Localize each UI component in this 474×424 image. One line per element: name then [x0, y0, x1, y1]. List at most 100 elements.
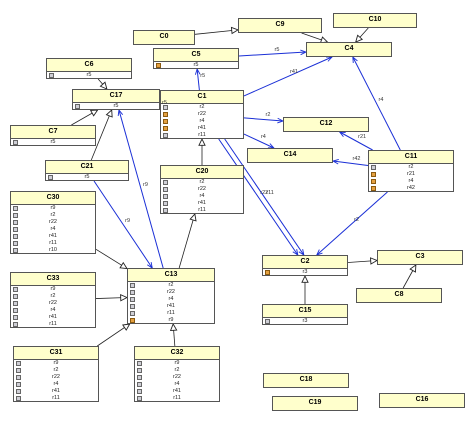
attribute-icon [163, 119, 168, 124]
attribute-name: r4 [199, 193, 205, 199]
relation-c1-c2[interactable] [218, 138, 299, 256]
class-c8[interactable]: C8 [356, 288, 442, 303]
attribute-name: r11 [52, 395, 60, 401]
attribute-name: r41 [198, 125, 206, 131]
attribute-row: r41 [11, 314, 95, 321]
class-name: C19 [273, 397, 357, 410]
relation-c11-c2[interactable] [316, 191, 388, 256]
relation-c21-c17[interactable] [90, 109, 113, 161]
class-name: C11 [369, 151, 453, 164]
attribute-row: r41 [11, 233, 95, 240]
attribute-name: r2 [50, 293, 56, 299]
attribute-row: r42 [369, 185, 453, 192]
class-name: C10 [334, 14, 416, 27]
class-c18[interactable]: C18 [263, 373, 349, 388]
relation-c1-c4[interactable] [243, 56, 333, 97]
class-c14[interactable]: C14 [247, 148, 333, 163]
class-name: C20 [161, 166, 243, 179]
attribute-name: r41 [49, 314, 57, 320]
attribute-row: r4 [135, 381, 219, 388]
attribute-icon [137, 361, 142, 366]
relation-c21-c13[interactable] [93, 180, 153, 269]
class-name: C13 [128, 269, 214, 282]
attribute-icon [163, 187, 168, 192]
generalization-arrowhead [122, 323, 131, 331]
relation-c1-c14[interactable] [243, 133, 275, 149]
association-arrowhead [331, 158, 339, 165]
relation-c11-c12[interactable] [339, 131, 373, 151]
class-c16[interactable]: C16 [379, 393, 465, 408]
relation-label: r41 [290, 69, 298, 76]
relation-c0-c9[interactable] [194, 29, 239, 35]
class-name: C21 [46, 161, 128, 174]
attribute-row: r2 [11, 293, 95, 300]
attribute-name: r4 [53, 381, 59, 387]
attribute-icon [13, 220, 18, 225]
class-c12[interactable]: C12 [283, 117, 369, 132]
relation-c11-c14[interactable] [332, 160, 369, 166]
class-name: C6 [47, 59, 131, 72]
attribute-row: r11 [161, 207, 243, 214]
class-c3[interactable]: C3 [377, 250, 463, 265]
attribute-icon [156, 63, 161, 68]
class-c10[interactable]: C10 [333, 13, 417, 28]
relation-c1-c12[interactable] [243, 117, 284, 122]
class-name: C1 [161, 91, 243, 104]
relation-label: r2 [354, 216, 359, 223]
class-name: C31 [14, 347, 98, 360]
class-name: C7 [11, 126, 95, 139]
attribute-icon [13, 308, 18, 313]
class-c4[interactable]: C4 [306, 42, 392, 57]
relation-label: r5 [162, 100, 167, 107]
attribute-icon [13, 301, 18, 306]
attribute-icon [371, 165, 376, 170]
attribute-name: r11 [173, 395, 181, 401]
attribute-row: r4 [369, 178, 453, 185]
class-c9[interactable]: C9 [238, 18, 322, 33]
attribute-name: r2 [408, 164, 414, 170]
relation-c13-c20[interactable] [178, 213, 196, 269]
attribute-name: r9 [50, 205, 56, 211]
attribute-icon [163, 208, 168, 213]
attribute-icon [75, 104, 80, 109]
relation-label: r9 [143, 182, 148, 188]
attribute-row: r2 [128, 282, 214, 289]
attribute-name: r5 [86, 72, 92, 78]
attribute-row: r4 [161, 118, 243, 125]
association-arrowhead [338, 131, 346, 137]
class-c19[interactable]: C19 [272, 396, 358, 411]
attribute-icon [13, 140, 18, 145]
attribute-icon [130, 297, 135, 302]
relation-c1-c2[interactable] [224, 138, 305, 256]
relation-c11-c4[interactable] [352, 56, 401, 151]
attribute-icon [265, 319, 270, 324]
class-name: C2 [263, 256, 347, 269]
attribute-icon [16, 375, 21, 380]
attribute-name: r41 [198, 200, 206, 206]
attribute-icon [163, 105, 168, 110]
attribute-icon [16, 368, 21, 373]
attribute-icon [163, 180, 168, 185]
relation-c13-c17[interactable] [118, 109, 164, 269]
attribute-name: r3 [302, 318, 308, 324]
relation-c1-c5[interactable] [196, 68, 200, 91]
attribute-icon [137, 396, 142, 401]
class-c0[interactable]: C0 [133, 30, 195, 45]
relation-c5-c4[interactable] [238, 51, 307, 57]
